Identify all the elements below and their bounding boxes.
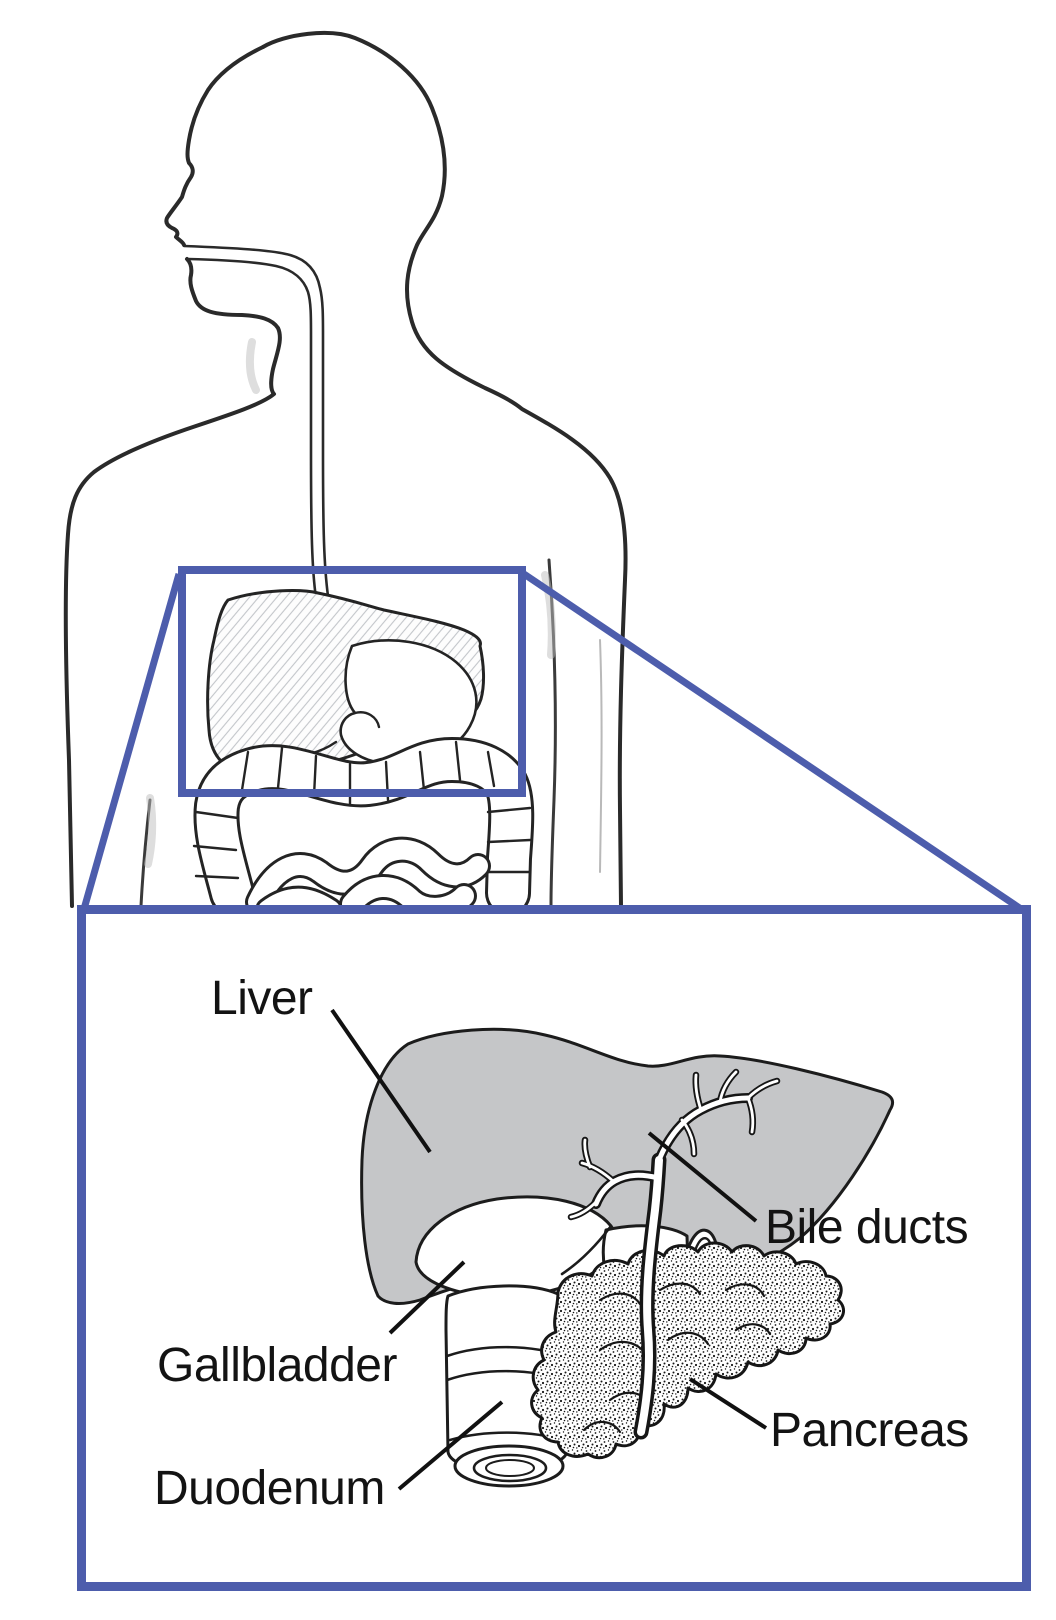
zoom-region-rectangle <box>178 566 526 797</box>
gallbladder-label: Gallbladder <box>157 1339 398 1392</box>
esophagus-outer-line <box>182 244 346 650</box>
head-back-outline <box>261 31 628 908</box>
zoom-connector-right <box>522 571 1026 914</box>
pancreas-label: Pancreas <box>770 1404 969 1457</box>
bile-ducts-leader-line <box>647 1131 758 1223</box>
small-intestine <box>245 836 491 923</box>
inset-pancreas <box>530 1241 846 1460</box>
right-armpit-shading <box>541 571 556 659</box>
duodenum-leader-line <box>397 1400 504 1491</box>
inset-leader-lines <box>330 1008 768 1491</box>
bile-ducts-label: Bile ducts <box>765 1201 968 1254</box>
inset-bile-duct-tree <box>567 1068 781 1440</box>
face-profile-outline <box>164 45 265 247</box>
pancreas-leader-line <box>688 1377 768 1430</box>
torso-outline <box>63 31 628 908</box>
inset-duodenum-lumen-inner <box>485 1459 535 1477</box>
jaw-neck-outline <box>63 257 282 908</box>
neck-shading <box>245 338 260 394</box>
gallbladder-leader-line <box>388 1260 466 1335</box>
colon-body <box>196 740 532 913</box>
inset-illustration: Liver Bile ducts Gallbladder Pancreas Du… <box>154 972 969 1515</box>
inset-neck-fold-line <box>560 1224 613 1276</box>
torso-organs <box>192 589 535 923</box>
left-armpit-shading <box>144 794 157 868</box>
inset-pancreas-lobule-lines <box>582 1282 772 1434</box>
inset-duodenum-lumen <box>472 1453 548 1483</box>
liver-label: Liver <box>211 972 313 1025</box>
right-flank-line <box>599 639 603 873</box>
duodenum-label: Duodenum <box>154 1462 385 1515</box>
liver-leader-line <box>330 1008 432 1154</box>
zoom-connector-left <box>80 573 183 910</box>
torso-stomach-curl <box>353 711 381 729</box>
